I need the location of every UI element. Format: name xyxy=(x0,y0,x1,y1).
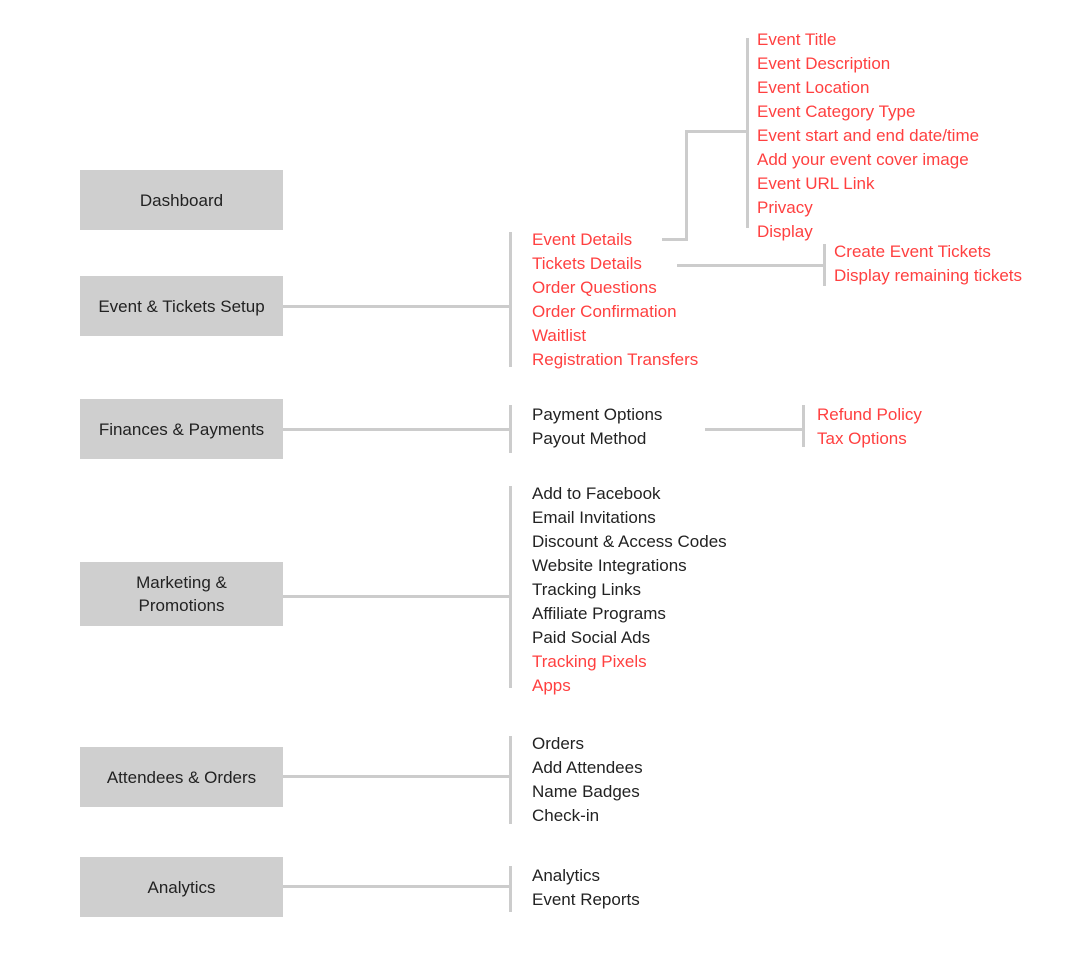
marketing-connector xyxy=(283,595,512,598)
list-item: Waitlist xyxy=(532,326,587,345)
list-item: Event Category Type xyxy=(757,102,916,121)
analytics-bracket xyxy=(509,866,512,912)
finances-sub-connector xyxy=(705,428,805,431)
marketing-promotions-label: Marketing & Promotions xyxy=(136,571,227,617)
list-item: Discount & Access Codes xyxy=(532,532,727,551)
list-item: Paid Social Ads xyxy=(532,628,651,647)
event-tickets-connector xyxy=(283,305,512,308)
list-item: Order Questions xyxy=(532,278,657,297)
attendees-orders-label: Attendees & Orders xyxy=(106,767,257,787)
attendees-bracket xyxy=(509,736,512,824)
list-item: Affiliate Programs xyxy=(532,604,666,623)
list-item: Order Confirmation xyxy=(532,302,677,321)
finances-payments-box: Finances & Payments xyxy=(80,399,283,459)
analytics-box: Analytics xyxy=(80,857,283,917)
list-item: Website Integrations xyxy=(532,556,687,575)
list-item: Analytics xyxy=(532,866,601,885)
list-item: Registration Transfers xyxy=(532,350,699,369)
list-item: Event Description xyxy=(757,54,891,73)
dashboard-box: Dashboard xyxy=(80,170,283,230)
finances-bracket xyxy=(509,405,512,453)
list-item: Tax Options xyxy=(817,429,907,448)
attendees-connector xyxy=(283,775,512,778)
finances-sub-bracket xyxy=(802,405,805,447)
list-item: Email Invitations xyxy=(532,508,656,527)
list-item: Check-in xyxy=(532,806,600,825)
list-item: Create Event Tickets xyxy=(834,242,991,261)
list-item: Event Location xyxy=(757,78,870,97)
marketing-promotions-box: Marketing & Promotions xyxy=(80,562,283,626)
list-item: Display remaining tickets xyxy=(834,266,1023,285)
list-item: Payment Options xyxy=(532,405,663,424)
marketing-label-line1: Marketing & xyxy=(136,573,227,592)
list-item: Display xyxy=(757,222,813,241)
dashboard-label: Dashboard xyxy=(139,190,224,210)
finances-payments-label: Finances & Payments xyxy=(98,419,265,439)
list-item: Event Title xyxy=(757,30,837,49)
list-item: Name Badges xyxy=(532,782,640,801)
marketing-label-line2: Promotions xyxy=(138,596,225,615)
event-tickets-setup-label: Event & Tickets Setup xyxy=(98,296,265,316)
list-item: Tracking Links xyxy=(532,580,641,599)
list-item: Event Reports xyxy=(532,890,640,909)
list-item: Tracking Pixels xyxy=(532,652,647,671)
list-item: Payout Method xyxy=(532,429,647,448)
event-details-top-connector xyxy=(685,130,749,133)
list-item: Add to Facebook xyxy=(532,484,661,503)
list-item: Event URL Link xyxy=(757,174,875,193)
analytics-connector xyxy=(283,885,512,888)
finances-connector xyxy=(283,428,512,431)
attendees-orders-box: Attendees & Orders xyxy=(80,747,283,807)
list-item: Event start and end date/time xyxy=(757,126,980,145)
event-tickets-setup-box: Event & Tickets Setup xyxy=(80,276,283,336)
tickets-details-bracket xyxy=(823,244,826,286)
event-details-riser xyxy=(685,130,688,241)
analytics-label: Analytics xyxy=(147,877,216,897)
list-item: Add your event cover image xyxy=(757,150,969,169)
list-item: Refund Policy xyxy=(817,405,922,424)
tickets-details-sub-connector xyxy=(677,264,826,267)
list-item: Tickets Details xyxy=(532,254,642,273)
list-item: Privacy xyxy=(757,198,813,217)
event-details-bracket xyxy=(746,38,749,228)
list-item: Add Attendees xyxy=(532,758,643,777)
marketing-bracket xyxy=(509,486,512,688)
list-item: Orders xyxy=(532,734,584,753)
list-item: Event Details xyxy=(532,230,633,249)
list-item: Apps xyxy=(532,676,571,695)
event-details-sub-connector xyxy=(662,238,687,241)
event-tickets-bracket xyxy=(509,232,512,367)
